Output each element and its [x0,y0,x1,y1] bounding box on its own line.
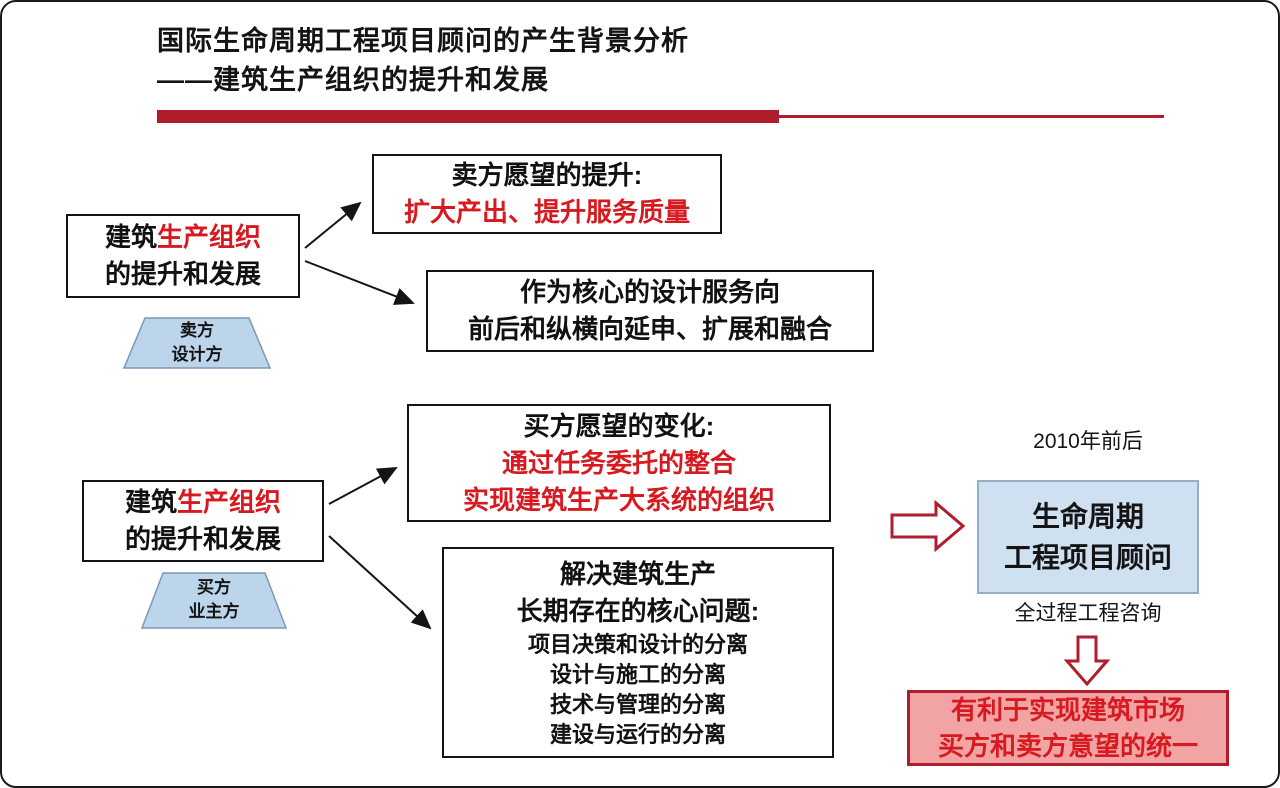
buyer-source-black: 建筑 [124,487,177,517]
seller-source-box: 建筑生产组织 的提升和发展 [66,214,300,298]
buyer-source-line2: 的提升和发展 [124,524,281,554]
arrow-seller-to-box2 [304,260,415,305]
buyer-problem-item: 建设与运行的分离 [549,721,726,747]
arrow-buyer-to-box2 [328,535,432,630]
seller-design-box: 作为核心的设计服务向 前后和纵横向延申、扩展和融合 [426,270,874,352]
buyer-wish-line1: 买方愿望的变化: [523,410,715,441]
lifecycle-consultant-box: 生命周期 工程项目顾问 [977,480,1199,594]
seller-design-line1: 作为核心的设计服务向 [519,277,780,307]
arrow-seller-to-box1 [304,201,362,249]
buyer-wish-line2: 通过任务委托的整合 [501,447,736,478]
buyer-problem-item: 项目决策和设计的分离 [527,631,748,657]
seller-source-line2: 的提升和发展 [104,259,261,289]
buyer-wish-box: 买方愿望的变化: 通过任务委托的整合 实现建筑生产大系统的组织 [407,404,831,522]
buyer-problems-box: 解决建筑生产 长期存在的核心问题: 项目决策和设计的分离 设计与施工的分离 技术… [442,547,834,758]
lifecycle-line2: 工程项目顾问 [1003,542,1172,573]
buyer-trapezoid-line2: 业主方 [188,602,240,621]
seller-trapezoid-line1: 卖方 [180,321,214,340]
seller-trapezoid-label: 卖方 设计方 [122,319,272,367]
title-line-1: 国际生命周期工程项目顾问的产生背景分析 [157,26,689,56]
buyer-source-red: 生产组织 [177,487,282,517]
lifecycle-line1: 生命周期 [1031,501,1144,532]
down-block-arrow-icon [1064,635,1110,686]
buyer-wish-line3: 实现建筑生产大系统的组织 [462,484,775,515]
seller-source-red: 生产组织 [157,222,262,252]
buyer-source-box: 建筑生产组织 的提升和发展 [82,480,324,562]
title-line-2: ——建筑生产组织的提升和发展 [157,65,549,95]
final-line1: 有利于实现建筑市场 [950,695,1185,725]
arrow-buyer-to-box1 [328,467,398,505]
seller-trapezoid-line2: 设计方 [171,345,223,364]
buyer-problems-line2: 长期存在的核心问题: [516,595,760,626]
seller-design-line2: 前后和纵横向延申、扩展和融合 [467,314,832,344]
seller-wish-line2: 扩大产出、提升服务质量 [403,197,690,227]
final-line2: 买方和卖方意望的统一 [937,731,1198,761]
buyer-problems-line1: 解决建筑生产 [559,558,716,589]
buyer-problem-item: 技术与管理的分离 [549,691,726,717]
buyer-source-line1: 建筑生产组织 [125,484,281,521]
buyer-problem-item: 设计与施工的分离 [549,661,726,687]
seller-wish-line1: 卖方愿望的提升: [451,160,643,190]
buyer-trapezoid-shape [140,572,288,629]
buyer-trapezoid-line1: 买方 [197,578,231,597]
page-title: 国际生命周期工程项目顾问的产生背景分析 ——建筑生产组织的提升和发展 [157,22,689,100]
right-block-arrow-icon [890,500,966,552]
final-conclusion-box: 有利于实现建筑市场 买方和卖方意望的统一 [907,690,1229,766]
buyer-trapezoid-label: 买方 业主方 [140,576,288,624]
title-accent-bar [157,110,779,123]
timeline-label: 2010年前后 [1033,430,1143,453]
caption-label: 全过程工程咨询 [1014,602,1162,625]
seller-wish-box: 卖方愿望的提升: 扩大产出、提升服务质量 [372,154,722,234]
seller-trapezoid-shape [122,317,272,369]
title-accent-line [779,115,1164,118]
seller-source-line1: 建筑生产组织 [105,219,261,256]
seller-source-black: 建筑 [104,222,157,252]
